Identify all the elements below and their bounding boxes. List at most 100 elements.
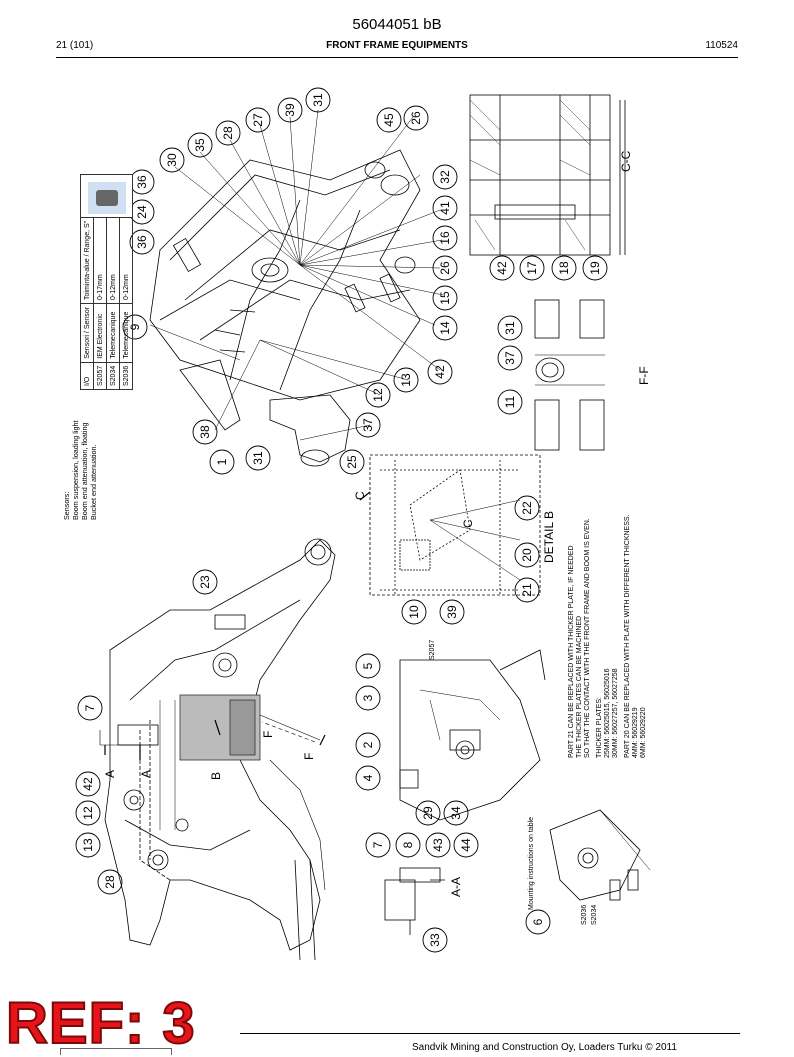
balloon-4 (355, 765, 381, 791)
section-label-aa: A-A (449, 876, 463, 897)
balloon-2 (355, 732, 381, 758)
sensors-note-line: Bucket end attenuation. (89, 444, 98, 520)
balloon-number: 3 (361, 694, 375, 701)
balloon-number: 11 (503, 395, 517, 408)
section-label-ff: F-F (637, 366, 651, 385)
balloon-number: 19 (588, 261, 602, 275)
sensor-icon (95, 189, 118, 206)
balloon-number: 17 (525, 261, 539, 275)
balloon-28b (97, 869, 123, 895)
balloon-number: 12 (81, 806, 95, 820)
section-marker-b: B (209, 771, 223, 780)
sensor-tag-s2057: S2057 (429, 639, 436, 660)
section-marker-a-left: A (103, 769, 117, 778)
table-cell: 0-17mm (93, 217, 107, 304)
balloon-number: 26 (438, 261, 452, 275)
note-line: 30MM: 56027257, 56027258 (612, 668, 619, 758)
balloon-number: 31 (311, 93, 325, 107)
sensor-thumbnail (80, 174, 133, 218)
table-header-io: I/O (80, 362, 94, 390)
balloon-27 (245, 107, 271, 133)
note-line: 25MM: 56025015, 56025016 (604, 668, 611, 758)
sensors-note-line: Boom end attenuation, floating (80, 422, 89, 520)
balloon-number: 21 (520, 583, 534, 597)
note-line: THICKER PLATES: (596, 697, 603, 758)
balloon-36b (129, 229, 155, 255)
section-marker-a-right: A (139, 769, 153, 778)
balloon-number: 38 (198, 425, 212, 439)
section-marker-f-left: F (261, 730, 275, 738)
page-number: 21 (101) (56, 40, 94, 51)
ref-stamp: REF: 3 (5, 990, 196, 1057)
balloon-number: 14 (438, 321, 452, 335)
balloon-number: 33 (428, 933, 442, 947)
balloon-number: 35 (193, 138, 207, 152)
balloon-number: 42 (81, 777, 95, 791)
section-label-cc: C-C (619, 150, 633, 172)
sandvik-logo (60, 1048, 172, 1055)
balloon-10 (401, 599, 427, 625)
balloon-number: 20 (520, 548, 534, 562)
balloon-number: 44 (459, 838, 473, 852)
balloon-16 (432, 225, 458, 251)
balloon-9 (122, 314, 148, 340)
balloon-number: 34 (449, 806, 463, 820)
table-cell: S2036 (119, 362, 133, 390)
balloon-37b (497, 345, 523, 371)
note-line: 4MM: 56029219 (632, 707, 639, 758)
balloon-12a (365, 382, 391, 408)
balloon-number: 31 (503, 321, 517, 335)
balloon-12b (75, 800, 101, 826)
balloon-number: 32 (438, 170, 452, 184)
balloon-number: 12 (371, 388, 385, 402)
balloon-1 (209, 449, 235, 475)
balloon-17 (519, 255, 545, 281)
balloon-number: 28 (103, 875, 117, 889)
balloon-number: 36 (135, 175, 149, 189)
balloon-28a (215, 120, 241, 146)
table-cell: S2034 (106, 362, 120, 390)
balloon-number: 6 (531, 918, 545, 925)
balloon-44 (453, 832, 479, 858)
table-cell: 0-12mm (119, 217, 133, 304)
table-cell: IEM Electronic (93, 303, 107, 363)
balloon-number: 30 (165, 153, 179, 167)
balloon-31b (245, 445, 271, 471)
balloon-number: 37 (503, 351, 517, 365)
balloon-29 (415, 800, 441, 826)
balloon-number: 10 (407, 605, 421, 619)
section-cc-drawing (469, 94, 626, 256)
balloon-45 (376, 107, 402, 133)
balloon-26a (403, 105, 429, 131)
sensor-image (87, 181, 126, 214)
section-aa-drawing (384, 867, 445, 935)
balloon-41 (432, 195, 458, 221)
plate-replacement-note: PART 21 CAN BE REPLACED WITH THICKER PLA… (568, 515, 648, 759)
balloon-8 (395, 832, 421, 858)
balloon-39b (439, 599, 465, 625)
table-header-range: Toiminta-alue / Range, S" (80, 217, 94, 304)
balloon-number: 7 (371, 841, 385, 848)
balloon-19 (582, 255, 608, 281)
balloon-43 (425, 832, 451, 858)
balloon-20 (514, 542, 540, 568)
balloon-13a (393, 367, 419, 393)
balloon-35 (187, 132, 213, 158)
balloon-38 (192, 419, 218, 445)
balloon-34 (443, 800, 469, 826)
document-id: 56044051 bB (352, 16, 442, 33)
sensors-note-line: Sensors: (62, 491, 71, 520)
balloon-number: 42 (433, 365, 447, 379)
note-line: THE THICKER PLATES CAN BE MACHINED (576, 615, 583, 758)
sensor-tag-s2036: S2036 (581, 904, 588, 925)
front-frame-isometric-drawing (149, 149, 421, 467)
detail-b-drawing (369, 454, 541, 596)
balloon-15 (432, 285, 458, 311)
balloon-number: 8 (401, 841, 415, 848)
lower-right-detail-drawing (549, 809, 651, 901)
balloon-number: 28 (221, 126, 235, 140)
balloon-42a (427, 359, 453, 385)
table-header-sensor: Sensori / Sensor (80, 303, 94, 363)
balloon-42c (489, 255, 515, 281)
front-frame-side-view-drawing (99, 538, 336, 961)
